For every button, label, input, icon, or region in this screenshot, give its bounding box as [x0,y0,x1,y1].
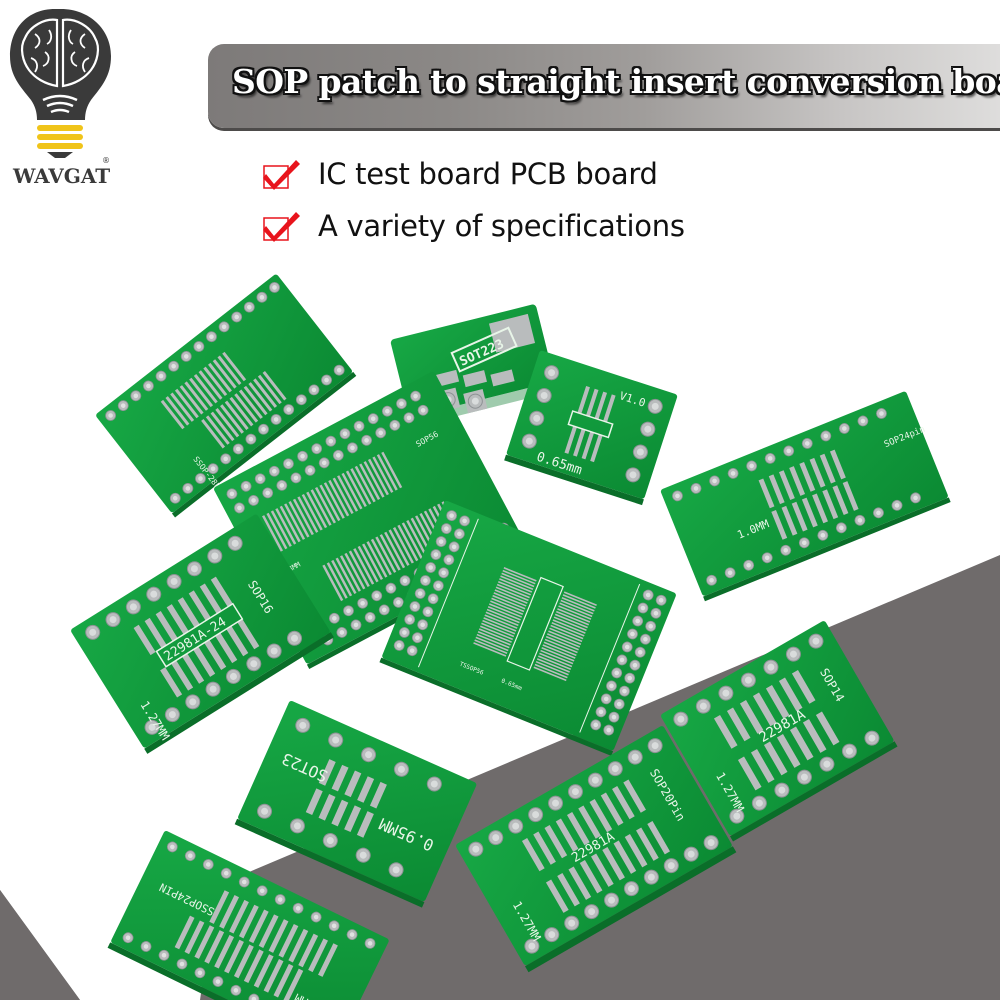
feature-item: IC test board PCB board [262,148,685,200]
board-sop14: 22981A SOP14 1.27MM [661,621,898,842]
board-msop8: V1.0 0.65mm [504,350,678,506]
page-title: SOP patch to straight insert conversion … [232,62,1000,101]
lightbulb-brain-icon [10,9,111,158]
board-tssop56: TSSOP56 0.65mm [379,500,676,756]
feature-item: A variety of specifications [262,200,685,252]
title-banner: SOP patch to straight insert conversion … [208,44,1000,128]
board-sop20: 22981A SOP20Pin 1.27MM [456,726,737,973]
brand-name: WAVGAT [13,164,111,188]
brand-logo: ® WAVGAT [5,4,145,194]
board-sop16: 22981A-24 SOP16 1.27MM [71,514,334,754]
registered-mark: ® [102,156,110,165]
checkmark-icon [262,208,302,244]
board-ssop28: SSOP-28Pin [96,274,357,518]
board-sop24: SOP24pin 1.0MM [660,391,951,602]
feature-list: IC test board PCB board A variety of spe… [262,148,685,252]
checkmark-icon [262,156,302,192]
feature-label: IC test board PCB board [318,157,658,191]
board-sot23-10: SOT23 0.95MM [234,700,477,908]
feature-label: A variety of specifications [318,209,685,243]
